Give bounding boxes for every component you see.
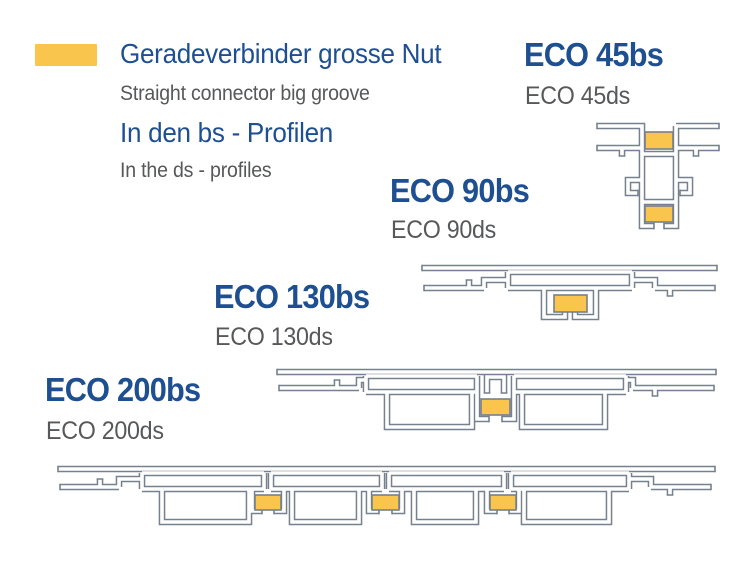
- eco90-connector: [553, 294, 588, 313]
- legend-subtitle-de-text: In den bs - Profilen: [120, 117, 333, 148]
- legend-subtitle-de: In den bs - Profilen: [120, 119, 349, 147]
- eco200-label-bs-text: ECO 200bs: [45, 371, 201, 408]
- eco90-label-bs-text: ECO 90bs: [390, 172, 530, 209]
- eco45-label-bs: ECO 45bs: [524, 38, 674, 71]
- eco90-label-bs: ECO 90bs: [390, 174, 540, 207]
- eco45-label-ds: ECO 45ds: [525, 84, 638, 109]
- eco200-connector-2: [371, 494, 400, 511]
- eco45-connector-top: [644, 131, 674, 150]
- eco130-connector: [480, 398, 511, 416]
- eco45-label-ds-text: ECO 45ds: [525, 82, 631, 110]
- eco200-end-caps: [57, 465, 716, 515]
- eco200-label-ds-text: ECO 200ds: [46, 417, 164, 445]
- eco130-label-bs-text: ECO 130bs: [214, 278, 370, 315]
- eco90-profile-drawing: [420, 264, 721, 327]
- eco45-connector-bottom: [644, 205, 674, 223]
- eco200-label-bs: ECO 200bs: [45, 373, 212, 406]
- eco200-connector-1: [254, 494, 282, 511]
- legend-color-swatch: [35, 44, 97, 66]
- legend-subtitle-en-text: In the ds - profiles: [120, 159, 272, 182]
- eco200-connector-3: [489, 494, 517, 511]
- eco45-end-caps: [596, 122, 720, 230]
- eco200-label-ds: ECO 200ds: [46, 419, 173, 444]
- legend-title-de-text: Geradeverbinder grosse Nut: [120, 38, 442, 69]
- eco45-profile-drawing: [592, 122, 726, 230]
- legend-title-de: Geradeverbinder grosse Nut: [120, 40, 466, 68]
- eco200-profile-drawing: [56, 465, 719, 537]
- legend-title-en: Straight connector big groove: [120, 83, 389, 104]
- eco90-label-ds-text: ECO 90ds: [391, 216, 497, 244]
- eco90-label-ds: ECO 90ds: [391, 218, 504, 243]
- eco130-label-ds-text: ECO 130ds: [215, 323, 333, 351]
- eco130-profile-drawing: [275, 368, 720, 437]
- eco45-label-bs-text: ECO 45bs: [524, 36, 664, 73]
- eco130-label-ds: ECO 130ds: [215, 325, 342, 350]
- legend-title-en-text: Straight connector big groove: [120, 82, 370, 105]
- legend-subtitle-en: In the ds - profiles: [120, 160, 283, 181]
- eco130-end-caps: [276, 368, 717, 423]
- eco130-label-bs: ECO 130bs: [214, 280, 381, 313]
